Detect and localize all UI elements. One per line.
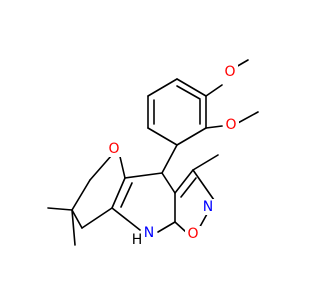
molecule-diagram: O N O N H O O <box>47 59 259 248</box>
bond-methyl-b <box>71 209 76 246</box>
methoxy-oxygen-lower-bg <box>223 117 239 133</box>
bond-c4a-c8a <box>111 177 126 209</box>
bond-ch-c4a <box>124 172 163 179</box>
isoxazole-nitrogen-bg <box>200 199 216 215</box>
bond-ch2b-c8a <box>81 207 113 229</box>
methoxy-oxygen-lower-label: O <box>225 117 236 133</box>
bond-aryl-6-double <box>176 85 201 100</box>
structure-svg: O N O N H O O <box>47 59 259 248</box>
bond-c4a-c8a-double <box>120 182 133 208</box>
bond-aryl-3 <box>147 127 178 146</box>
methoxy-oxygen-upper-label: O <box>224 64 235 80</box>
bond-o-upper-aryl <box>205 84 223 97</box>
bond-c3-n <box>192 169 215 201</box>
bond-o-c9a <box>174 221 187 233</box>
ring-nitrogen-hydrogen-label: H <box>132 232 143 248</box>
carbonyl-oxygen-label: O <box>108 141 119 157</box>
bond-c3a-c3 <box>174 169 194 194</box>
bond-nh-c9a <box>157 221 176 233</box>
bond-aryl-6 <box>176 78 207 97</box>
bond-methyl-a <box>47 207 73 211</box>
atom-labels: O N O N H O O <box>106 63 239 248</box>
bond-aryl-ch <box>161 144 178 174</box>
isoxazole-oxygen-bg <box>185 226 201 242</box>
bond-aryl-5 <box>147 78 178 97</box>
bond-c8a-nh <box>111 207 141 231</box>
bond-lines <box>47 59 259 246</box>
bond-c3a-c3-double <box>180 177 197 198</box>
bond-o-lower-methyl <box>235 111 259 125</box>
bond-c3a-ch <box>161 172 176 194</box>
ring-nitrogen-label: N <box>144 225 154 241</box>
methoxy-oxygen-upper-bg <box>222 63 238 79</box>
bond-aryl-o-lower <box>205 125 223 129</box>
bond-aryl-2 <box>176 127 207 146</box>
bond-cme2-ch2b <box>71 209 83 229</box>
ring-nitrogen-bg <box>141 225 157 241</box>
bond-ch2-cme2 <box>71 179 91 211</box>
isoxazole-nitrogen-label: N <box>203 199 213 215</box>
isoxazole-oxygen-label: O <box>187 226 198 242</box>
carbonyl-oxygen-bg <box>106 141 122 157</box>
bond-c3-methyl <box>192 154 219 171</box>
